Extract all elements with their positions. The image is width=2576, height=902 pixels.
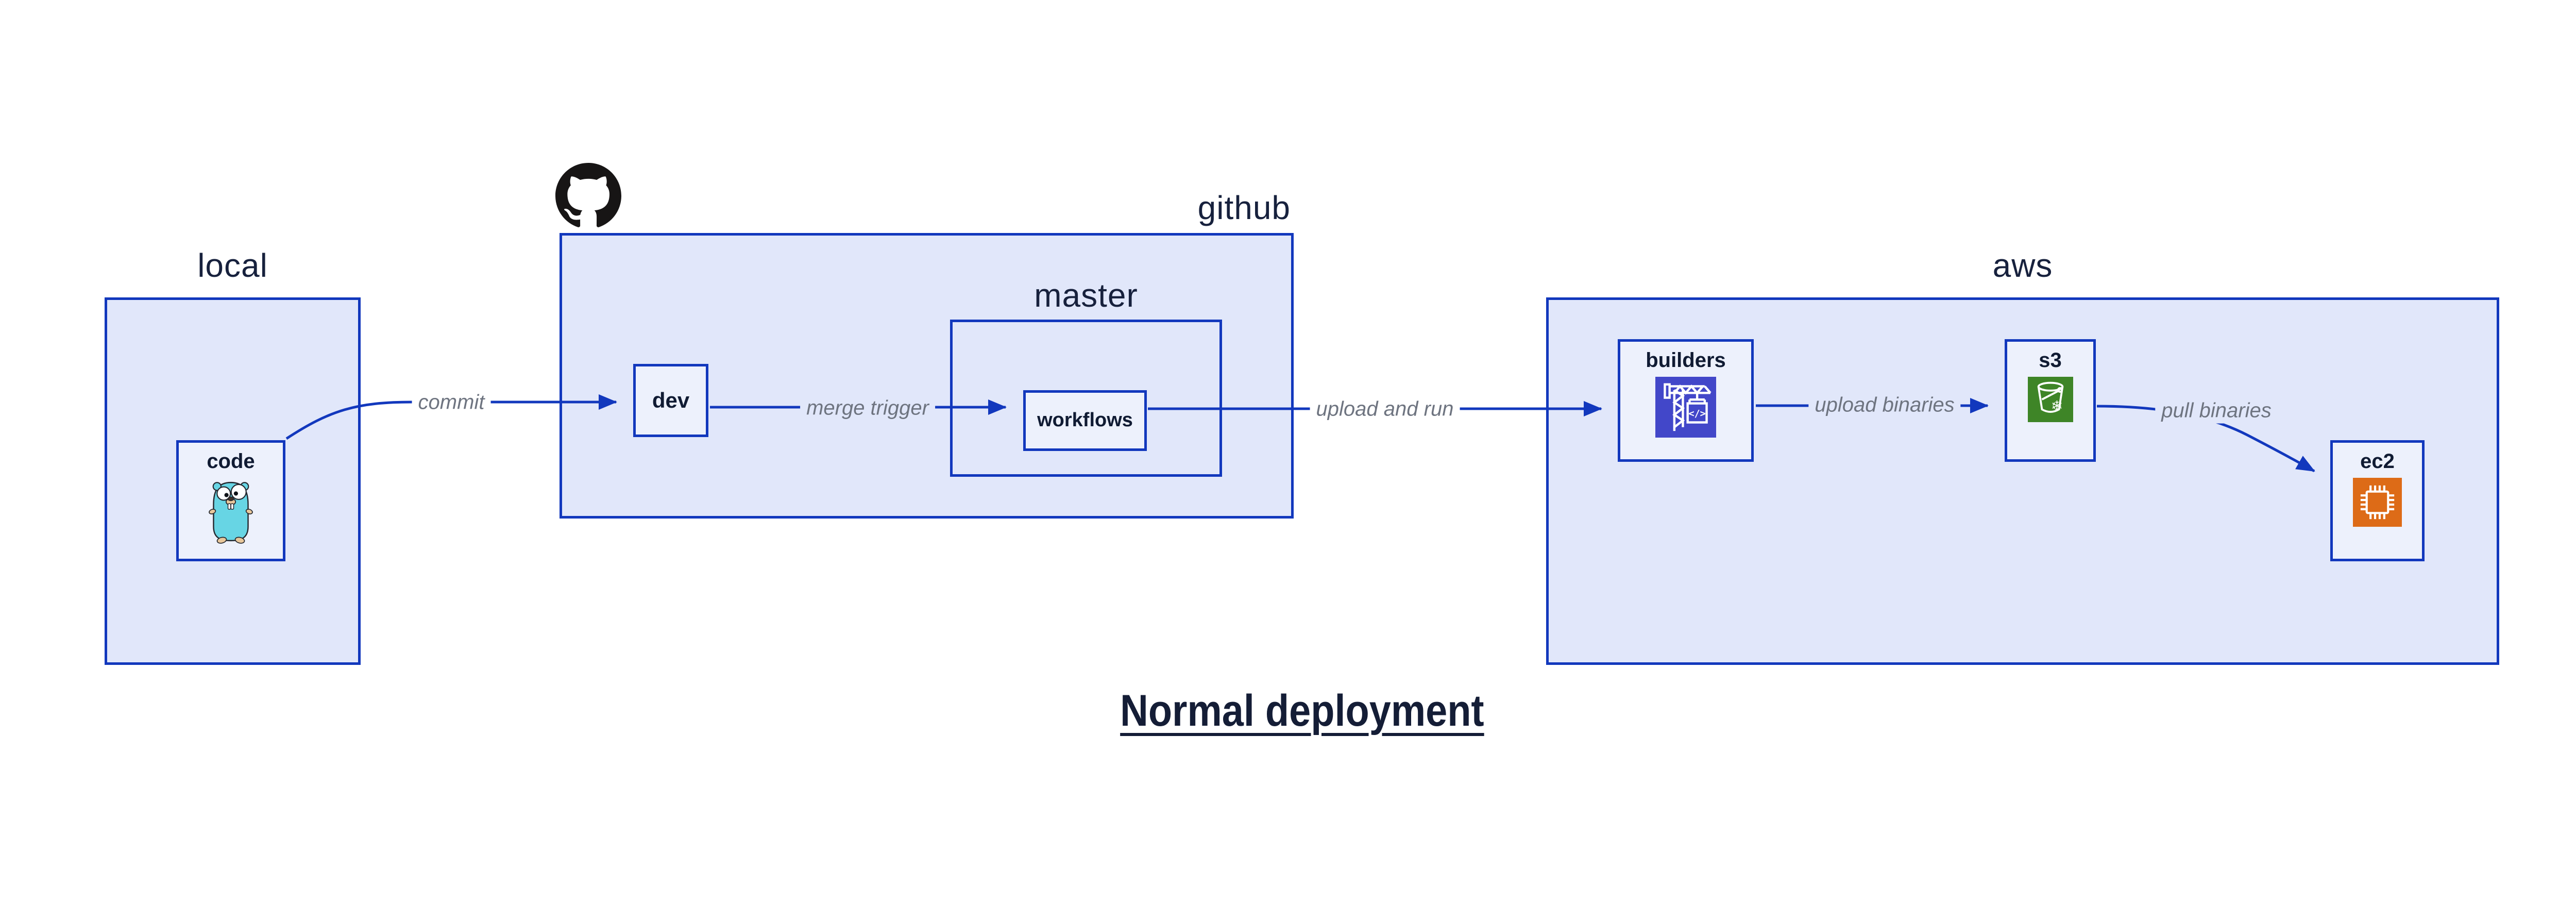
ec2-chip-icon	[2353, 478, 2402, 527]
diagram-title: Normal deployment	[0, 686, 2576, 737]
code-glyph: </>	[1688, 408, 1705, 419]
node-ec2: ec2	[2330, 440, 2425, 561]
node-builders: builders </>	[1618, 339, 1754, 462]
node-dev: dev	[633, 364, 708, 437]
edge-label-merge-trigger: merge trigger	[800, 395, 935, 421]
node-workflows: workflows	[1023, 390, 1147, 451]
node-label-code: code	[207, 450, 255, 473]
group-label-aws: aws	[1992, 247, 2053, 284]
diagram-title-text: Normal deployment	[1120, 686, 1484, 736]
group-label-github: github	[1197, 189, 1291, 226]
group-label-local: local	[197, 247, 268, 284]
node-label-s3: s3	[2039, 349, 2062, 372]
edge-label-upload-and-run: upload and run	[1310, 396, 1460, 422]
s3-bucket-snowflake-icon: ❄	[2027, 377, 2073, 422]
node-label-workflows: workflows	[1037, 409, 1133, 431]
node-code: code	[176, 440, 285, 561]
go-gopher-icon	[209, 481, 253, 544]
node-s3: s3 ❄	[2005, 339, 2096, 462]
group-label-master: master	[1034, 277, 1138, 314]
edge-label-commit: commit	[412, 390, 491, 415]
edge-label-pull-binaries: pull binaries	[2155, 398, 2278, 424]
codebuild-crane-icon: </>	[1655, 377, 1716, 438]
node-label-dev: dev	[652, 388, 690, 412]
snowflake-glyph: ❄	[2050, 398, 2062, 414]
node-label-ec2: ec2	[2360, 450, 2395, 473]
edge-label-upload-binaries: upload binaries	[1808, 392, 1961, 418]
github-octocat-icon	[555, 163, 621, 227]
node-label-builders: builders	[1646, 349, 1726, 372]
